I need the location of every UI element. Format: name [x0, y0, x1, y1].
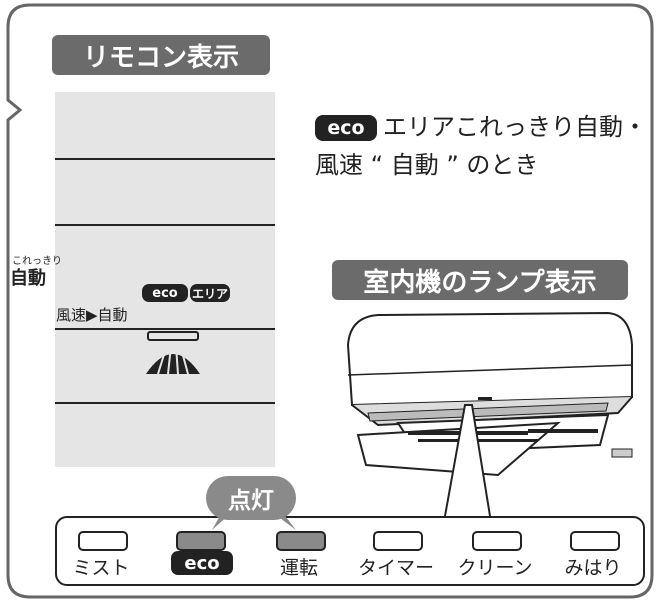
eco-badge: eco [315, 115, 377, 141]
eco-lamp [176, 531, 226, 551]
clean-lamp-label: クリーン [457, 557, 533, 579]
description-line1: エリアこれっきり自動・ [383, 113, 647, 141]
watch-lamp [570, 531, 620, 551]
mist-lamp-label: ミスト [72, 557, 130, 579]
operation-lamp-label: 運転 [279, 557, 318, 579]
remote-display-title: リモコン表示 [52, 35, 270, 75]
timer-lamp [373, 531, 423, 551]
indoor-lamp-title: 室内機のランプ表示 [332, 260, 628, 300]
operation-lamp [276, 531, 326, 551]
lcd-divider [55, 158, 275, 160]
description-line2: 風速 “ 自動 ” のとき [315, 151, 539, 179]
lcd-area-badge: エリア [190, 284, 230, 302]
lcd-eco-badge: eco [142, 284, 188, 302]
lcd-auto-label: 自動 [10, 268, 46, 289]
lamp-panel [55, 516, 645, 586]
lcd-ruby-text: これっきり [12, 256, 62, 267]
lcd-divider [55, 402, 275, 404]
timer-lamp-label: タイマー [357, 557, 434, 579]
clean-lamp [472, 531, 522, 551]
lcd-divider [55, 224, 275, 226]
lcd-fan-speed-label: 風速▶自動 [56, 306, 128, 324]
mist-lamp [78, 531, 128, 551]
watch-lamp-label: みはり [564, 557, 622, 579]
remote-lcd [55, 92, 275, 467]
fan-icon [146, 331, 200, 375]
eco-lamp-label: eco [171, 551, 233, 575]
lcd-divider [55, 328, 275, 330]
